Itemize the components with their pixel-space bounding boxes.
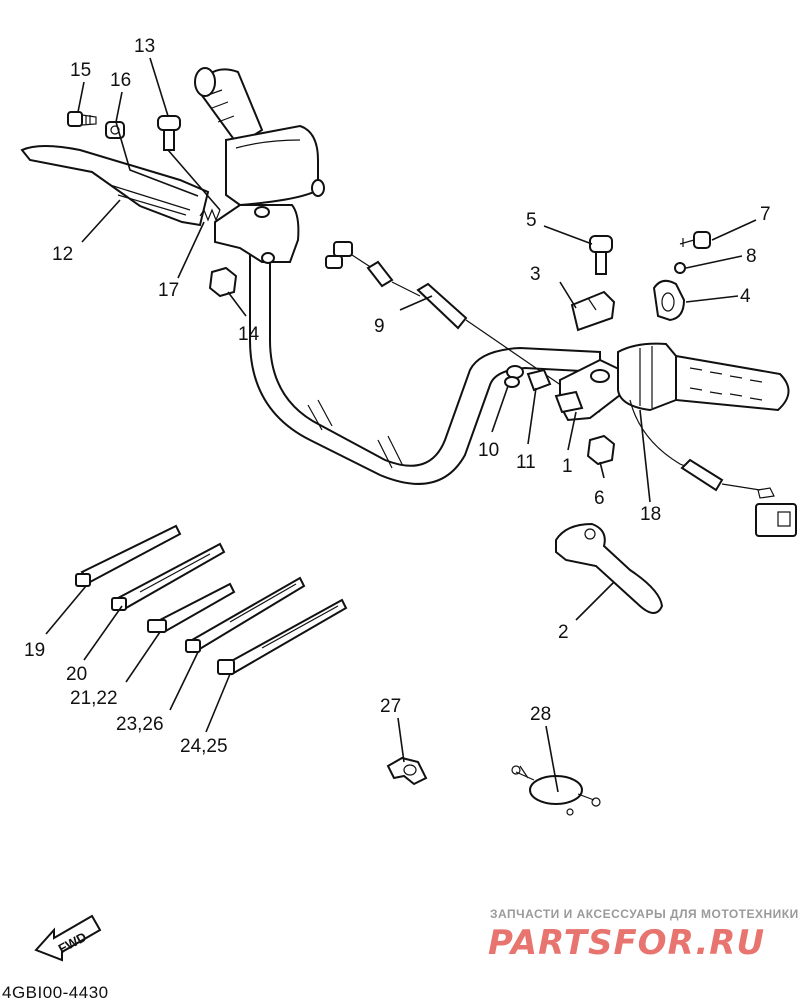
spring-17 xyxy=(199,208,221,222)
callout-3: 3 xyxy=(530,264,541,285)
right-throttle-housing xyxy=(617,342,677,412)
adjuster-10 xyxy=(504,365,524,388)
left-switch-housing xyxy=(225,124,325,207)
callout-5: 5 xyxy=(526,210,537,231)
callout-12: 12 xyxy=(52,244,73,265)
clamp-4 xyxy=(652,279,686,322)
screw-7 xyxy=(679,231,711,249)
switch-lead-18 xyxy=(629,399,797,537)
watermark-brand-right: FOR.RU xyxy=(613,923,765,963)
callout-21-22: 21,22 xyxy=(70,688,118,709)
callout-labels: 15 16 13 12 17 14 9 10 11 1 6 5 3 7 8 4 … xyxy=(24,36,771,757)
washer-8 xyxy=(674,262,686,274)
callout-15: 15 xyxy=(70,60,91,81)
watermark-brand-left: PARTS xyxy=(488,923,613,963)
cable-tie-21-22 xyxy=(147,582,236,634)
nut-14 xyxy=(208,266,238,298)
leader-lines xyxy=(45,57,757,793)
callout-10: 10 xyxy=(478,440,499,461)
cable-tie-23-26 xyxy=(185,576,306,653)
watermark-logo: PARTSFOR.RU xyxy=(488,923,765,963)
callout-27: 27 xyxy=(380,696,401,717)
cable-tie-19 xyxy=(75,524,182,587)
callout-23-26: 23,26 xyxy=(116,714,164,735)
drawing-code: 4GBI00-4430 xyxy=(2,983,109,1002)
forward-arrow-icon: FWD xyxy=(34,914,102,962)
callout-28: 28 xyxy=(530,704,551,725)
callout-8: 8 xyxy=(746,246,757,267)
callout-9: 9 xyxy=(374,316,385,337)
left-lever-holder xyxy=(214,204,300,264)
left-grip xyxy=(194,67,264,147)
watermark-tagline: ЗАПЧАСТИ И АКСЕССУАРЫ ДЛЯ МОТОТЕХНИКИ xyxy=(490,907,799,921)
callout-24-25: 24,25 xyxy=(180,736,228,757)
bracket-3 xyxy=(570,290,616,332)
callout-14: 14 xyxy=(238,324,260,345)
callout-4: 4 xyxy=(740,286,751,307)
watermark: ЗАПЧАСТИ И АКСЕССУАРЫ ДЛЯ МОТОТЕХНИКИ PA… xyxy=(488,907,799,963)
callout-18: 18 xyxy=(640,504,661,525)
bolt-5 xyxy=(589,235,613,275)
clip-27 xyxy=(386,756,428,786)
cable-9 xyxy=(325,241,601,413)
callout-2: 2 xyxy=(558,622,569,643)
cable-tie-24-25 xyxy=(217,598,348,676)
callout-16: 16 xyxy=(110,70,131,91)
callout-7: 7 xyxy=(760,204,771,225)
right-lever-holder xyxy=(554,358,627,422)
locknut-11 xyxy=(526,368,552,392)
callout-17: 17 xyxy=(158,280,179,301)
cable-tie-20 xyxy=(111,542,226,611)
callout-1: 1 xyxy=(562,456,573,477)
callout-13: 13 xyxy=(134,36,155,57)
nut-16 xyxy=(105,121,125,139)
bolt-15 xyxy=(67,111,97,127)
pivot-bolt-13 xyxy=(157,115,181,151)
band-clamp-28 xyxy=(511,765,601,816)
right-grip xyxy=(675,354,790,412)
nut-6 xyxy=(586,434,616,466)
callout-19: 19 xyxy=(24,640,45,661)
left-lever xyxy=(20,145,210,227)
right-lever xyxy=(555,522,664,614)
callout-6: 6 xyxy=(594,488,605,509)
handlebar-tube xyxy=(249,254,601,485)
callout-20: 20 xyxy=(66,664,87,685)
callout-11: 11 xyxy=(516,452,536,473)
